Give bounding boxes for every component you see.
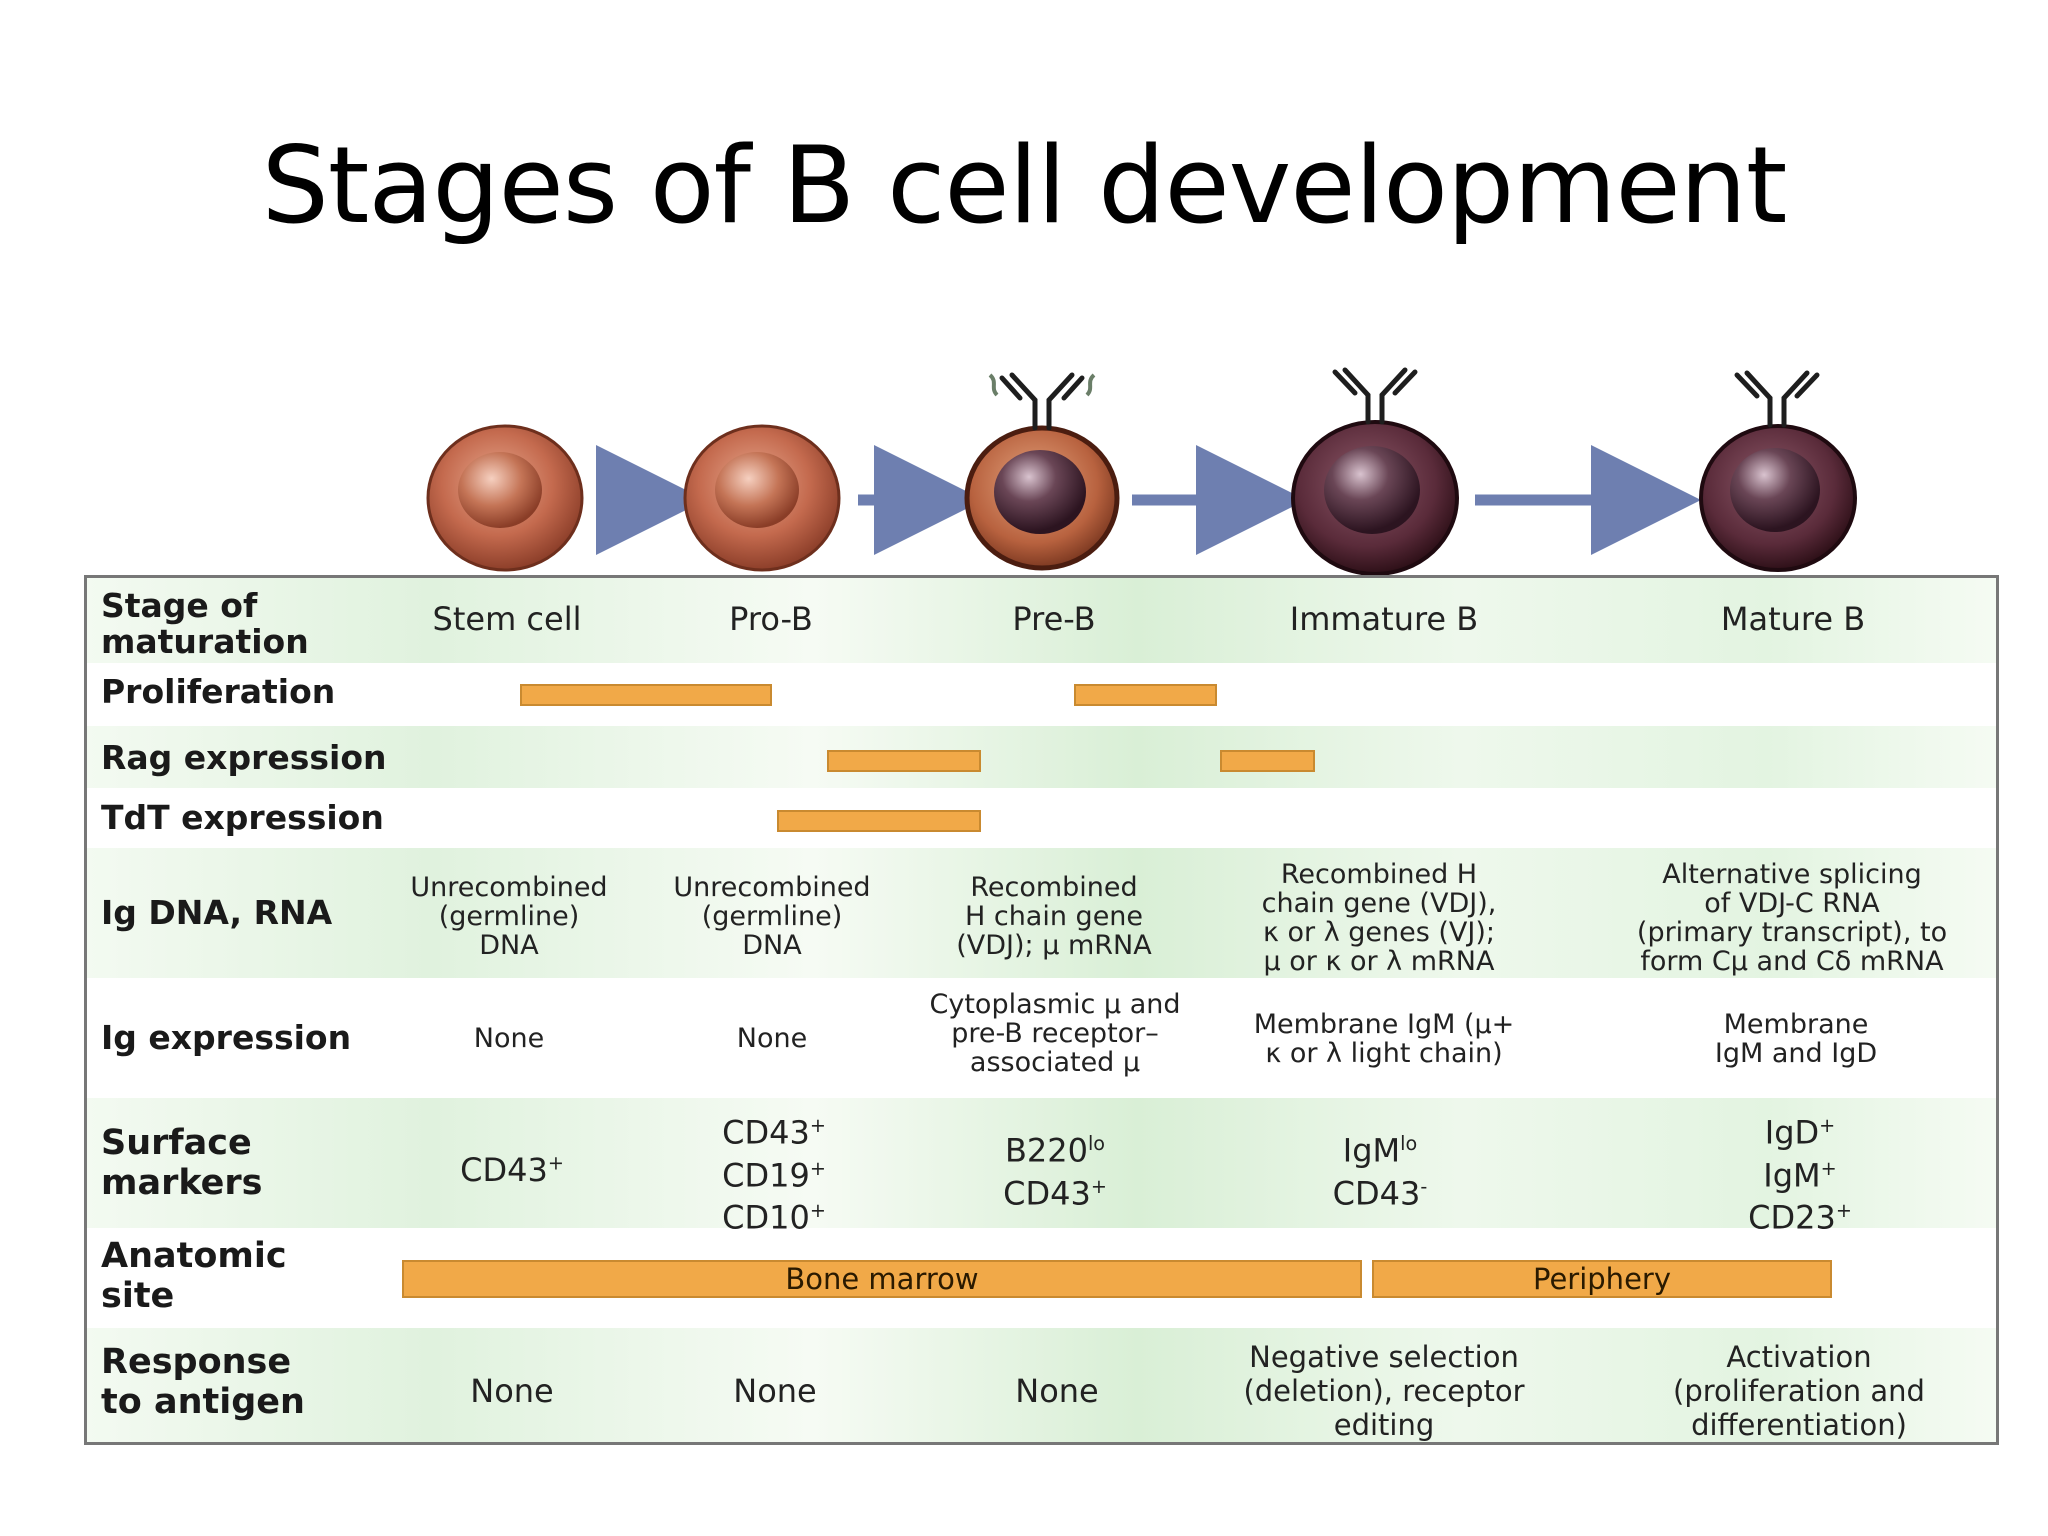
stage-table: Stage of maturation Stem cell Pro-B Pre-… <box>84 575 1999 1445</box>
ig-dna-pre-b: Recombined H chain gene (VDJ); μ mRNA <box>956 872 1152 961</box>
marker: CD10+ <box>722 1198 826 1237</box>
rag-bar-immature <box>1220 750 1315 772</box>
ig-expr-immature: Membrane IgM (μ+ κ or λ light chain) <box>1253 1009 1515 1069</box>
bone-marrow-bar: Bone marrow <box>402 1260 1362 1298</box>
marker: CD43+ <box>1003 1174 1107 1213</box>
rag-label: Rag expression <box>101 738 387 777</box>
tdt-label: TdT expression <box>101 798 384 837</box>
periphery-bar: Periphery <box>1372 1260 1832 1298</box>
ig-dna-stem: Unrecombined (germline) DNA <box>410 872 608 961</box>
response-pre-b: None <box>1015 1372 1099 1410</box>
marker: CD23+ <box>1748 1198 1852 1237</box>
stage-immature-b: Immature B <box>1289 600 1479 638</box>
band-response <box>87 1328 1996 1442</box>
response-stem: None <box>470 1372 554 1410</box>
stem-cell-icon <box>426 424 584 572</box>
marker: IgMlo <box>1342 1131 1418 1170</box>
ig-expr-pro-b: None <box>736 1023 808 1054</box>
immature-b-cell-icon <box>1291 367 1459 575</box>
proliferation-bar-pre-b <box>1074 684 1217 706</box>
response-label: Response to antigen <box>101 1342 305 1422</box>
response-mature: Activation (proliferation and differenti… <box>1673 1340 1925 1442</box>
ig-dna-label: Ig DNA, RNA <box>101 893 333 932</box>
marker: B220lo <box>1004 1131 1106 1170</box>
ig-dna-mature: Alternative splicing of VDJ-C RNA (prima… <box>1636 859 1948 977</box>
cell-stage-illustrations <box>426 367 1857 575</box>
ig-dna-immature: Recombined H chain gene (VDJ), κ or λ ge… <box>1261 859 1497 977</box>
tdt-bar <box>777 810 981 832</box>
surface-mature: IgD+ IgM+ CD23+ <box>1748 1108 1852 1236</box>
band-stage <box>87 578 1996 663</box>
marker: IgD+ <box>1764 1113 1836 1152</box>
marker: CD43- <box>1332 1174 1428 1213</box>
stage-stem-cell: Stem cell <box>432 600 582 638</box>
ig-expr-mature: Membrane IgM and IgD <box>1714 1009 1878 1069</box>
band-rag <box>87 726 1996 788</box>
ig-expr-pre-b: Cytoplasmic μ and pre-B receptor– associ… <box>929 989 1181 1078</box>
ig-expr-stem: None <box>473 1023 545 1054</box>
rag-bar-pro-b <box>827 750 981 772</box>
marker: IgM+ <box>1763 1156 1837 1195</box>
surface-pro-b: CD43+ CD19+ CD10+ <box>722 1108 826 1236</box>
ig-dna-pro-b: Unrecombined (germline) DNA <box>673 872 871 961</box>
stage-pre-b: Pre-B <box>1012 600 1096 638</box>
pro-b-cell-icon <box>683 424 841 572</box>
marker: CD19+ <box>722 1156 826 1195</box>
site-label: Anatomic site <box>101 1236 287 1316</box>
surface-label: Surface markers <box>101 1123 263 1203</box>
stage-pro-b: Pro-B <box>729 600 813 638</box>
surface-immature: IgMlo CD43- <box>1333 1126 1428 1211</box>
proliferation-label: Proliferation <box>101 672 336 711</box>
slide-title: Stages of B cell development <box>261 124 1788 247</box>
ig-expr-label: Ig expression <box>101 1018 352 1057</box>
band-surface <box>87 1098 1996 1228</box>
stage-mature-b: Mature B <box>1720 600 1866 638</box>
pre-b-cell-icon <box>964 372 1120 571</box>
response-immature: Negative selection (deletion), receptor … <box>1243 1340 1525 1442</box>
b-cell-development-figure: Stage of maturation Stem cell Pro-B Pre-… <box>50 360 2025 1460</box>
surface-stem: CD43+ <box>460 1145 564 1188</box>
marker: CD43+ <box>460 1150 564 1189</box>
marker: CD43+ <box>722 1113 826 1152</box>
response-pro-b: None <box>733 1372 817 1410</box>
band-ig-dna <box>87 848 1996 978</box>
mature-b-cell-icon <box>1699 370 1857 572</box>
surface-pre-b: B220lo CD43+ <box>1003 1126 1107 1211</box>
stage-label: Stage of maturation <box>101 586 309 661</box>
proliferation-bar-early <box>520 684 772 706</box>
